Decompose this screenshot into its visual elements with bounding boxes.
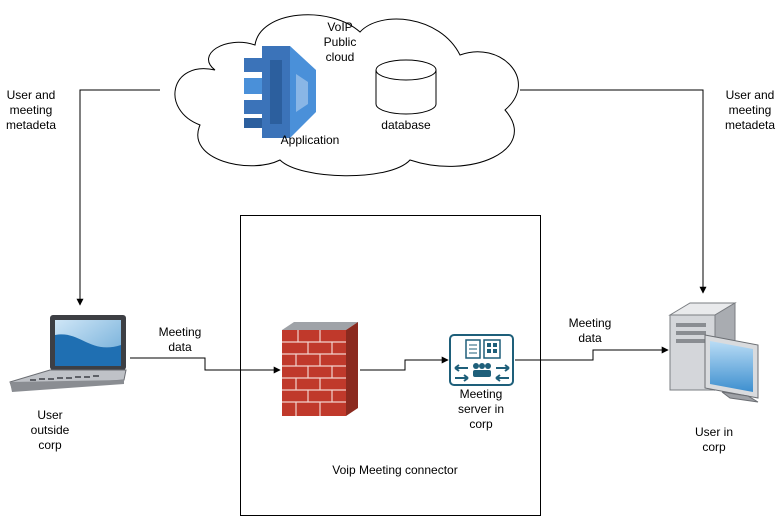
laptop-icon [9, 315, 127, 392]
cloud-title: VoIP Public cloud [320, 20, 360, 65]
laptop-to-firewall-arrow [130, 357, 281, 374]
voip-cloud-shape [174, 14, 519, 177]
database-label: database [381, 118, 431, 132]
user-outside-line-1: User [37, 408, 63, 422]
cloud-title-line-1: VoIP [327, 20, 353, 34]
cloud-title-line-3: cloud [325, 50, 355, 64]
user-outside-line-3: corp [38, 438, 62, 452]
firewall-icon [282, 322, 358, 416]
desktop-computer-icon [668, 302, 759, 403]
user-in-corp-label: User in corp [684, 425, 744, 455]
left-meeting-data-label: Meeting data [150, 325, 210, 355]
left-meeting-data-line-1: Meeting [158, 325, 202, 339]
left-metadata-arrow [76, 89, 160, 306]
user-outside-corp-label: User outside corp [20, 408, 80, 453]
left-metadata-line-2: meeting [9, 103, 53, 117]
meeting-server-label: Meeting server in corp [446, 387, 516, 432]
application-label: Application [280, 133, 340, 147]
right-metadata-label: User and meeting metadeta [719, 88, 781, 133]
user-in-corp-line-2: corp [702, 440, 726, 454]
right-metadata-line-3: metadeta [724, 118, 776, 132]
meeting-server-line-1: Meeting [459, 387, 503, 401]
meeting-server-line-2: server in [457, 402, 504, 416]
database-icon [375, 59, 437, 115]
left-metadata-line-3: metadeta [5, 118, 57, 132]
user-in-corp-line-1: User in [694, 425, 733, 439]
cloud-title-line-2: Public [323, 35, 357, 49]
firewall-to-server-arrow [360, 356, 449, 371]
meeting-server-line-3: corp [469, 417, 493, 431]
right-metadata-line-1: User and [725, 88, 775, 102]
meeting-server-icon [449, 334, 514, 386]
right-metadata-line-2: meeting [728, 103, 772, 117]
server-to-desktop-arrow [515, 346, 669, 361]
left-metadata-line-1: User and [6, 88, 56, 102]
right-metadata-arrow [520, 89, 707, 294]
user-outside-line-2: outside [30, 423, 70, 437]
right-meeting-data-line-2: data [578, 331, 602, 345]
application-icon [244, 46, 316, 138]
voip-meeting-connector-label: Voip Meeting connector [332, 463, 458, 477]
left-metadata-label: User and meeting metadeta [0, 88, 62, 133]
right-meeting-data-line-1: Meeting [568, 316, 612, 330]
left-meeting-data-line-2: data [168, 340, 192, 354]
right-meeting-data-label: Meeting data [560, 316, 620, 346]
